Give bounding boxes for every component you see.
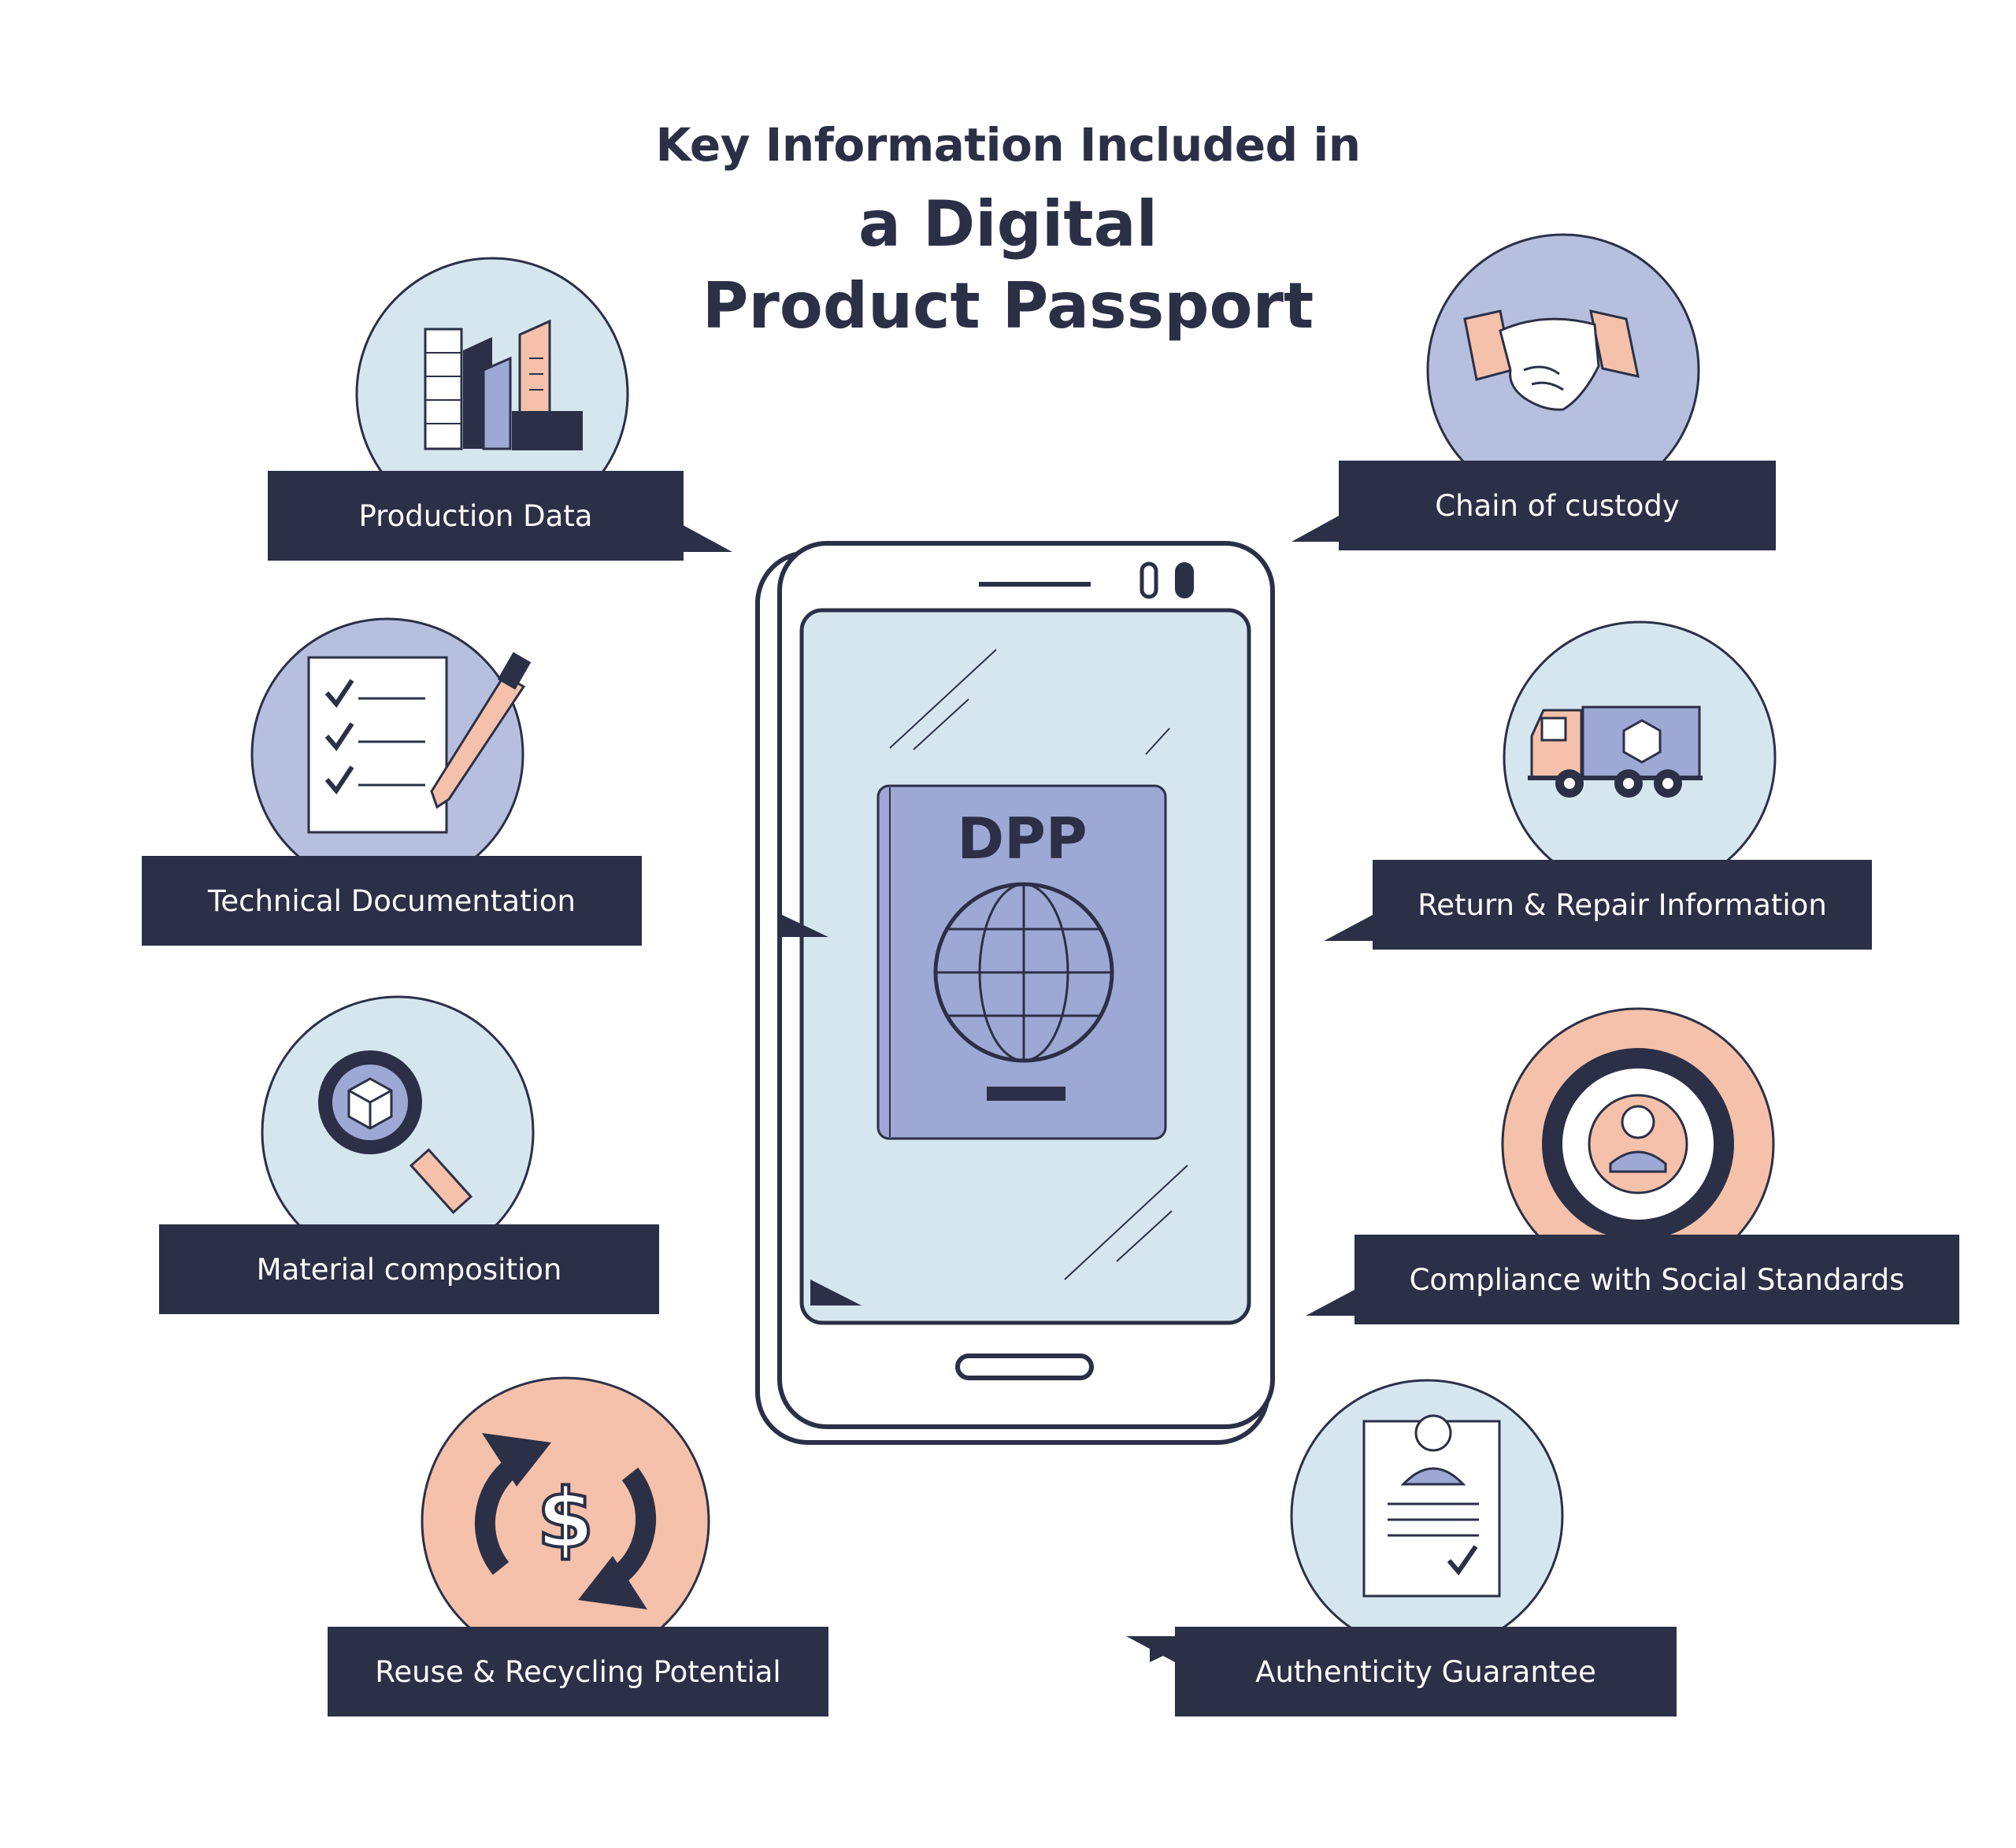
callout-label: Material composition (256, 1252, 562, 1287)
buildings-icon (355, 257, 629, 531)
title-line-2: a Digital (858, 187, 1158, 261)
handshake-icon (1426, 233, 1700, 507)
callout-label: Compliance with Social Standards (1409, 1262, 1905, 1297)
callout-label: Authenticity Guarantee (1255, 1654, 1596, 1689)
title-line-1: Key Information Included in (655, 118, 1362, 172)
callout-production-data: Production Data (268, 471, 732, 561)
person-badge-icon (1501, 1007, 1775, 1281)
callout-label: Return & Repair Information (1418, 887, 1827, 922)
callout-authenticity: Authenticity Guarantee (1126, 1627, 1677, 1717)
passport-booklet (876, 784, 1167, 1140)
smartphone-illustration: DPP (755, 541, 1275, 1445)
callout-label: Chain of custody (1435, 488, 1680, 523)
home-button (955, 1354, 1094, 1380)
callout-reuse-recycling: Reuse & Recycling Potential (328, 1627, 1205, 1717)
svg-text:$: $ (537, 1471, 594, 1567)
callout-material-composition: Material composition (159, 1224, 862, 1314)
callout-label: Production Data (358, 498, 593, 533)
checklist-pen-icon (250, 617, 532, 891)
delivery-truck-icon (1503, 620, 1777, 894)
callout-technical-documentation: Technical Documentation (142, 856, 828, 946)
callout-label: Reuse & Recycling Potential (375, 1654, 781, 1689)
callout-chain-of-custody: Chain of custody (1292, 461, 1776, 550)
title-line-3: Product Passport (702, 269, 1314, 343)
callout-return-repair: Return & Repair Information (1324, 860, 1872, 950)
magnifier-cube-icon (261, 995, 535, 1269)
globe-icon (933, 882, 1114, 1063)
certificate-icon (1290, 1379, 1564, 1653)
callout-compliance: Compliance with Social Standards (1306, 1235, 1959, 1324)
recycle-dollar-icon: $ (421, 1376, 710, 1666)
passport-label: DPP (957, 805, 1087, 872)
callout-label: Technical Documentation (208, 883, 576, 918)
